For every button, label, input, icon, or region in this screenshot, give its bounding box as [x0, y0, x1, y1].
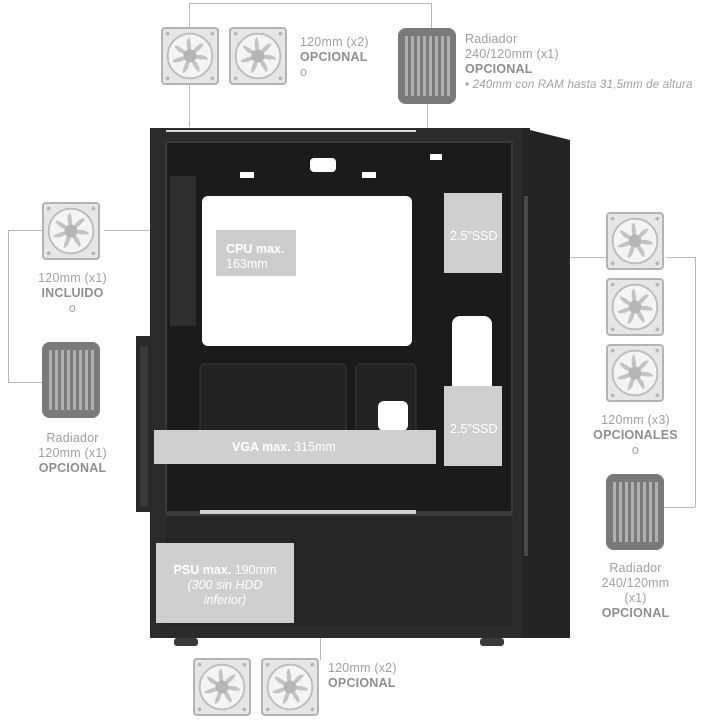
cpu-clearance-label: CPU max. 163mm — [216, 230, 296, 276]
top-down-line-right — [427, 104, 428, 128]
rear-radiator-size: 120mm (x1) — [38, 446, 107, 460]
top-left-connector — [189, 3, 190, 29]
radiator-icon — [42, 342, 100, 418]
front-radiator-size-1: 240/120mm — [601, 576, 670, 590]
fan-icon — [229, 27, 287, 85]
psu-value: 190mm — [234, 563, 277, 577]
top-radiator-note: • 240mm con RAM hasta 31,5mm de altura — [465, 79, 693, 91]
top-down-line-left — [189, 85, 190, 127]
fan-icon — [606, 278, 664, 336]
ssd-bay-2-label: 2.5"SSD — [450, 422, 498, 436]
rear-connector-line — [8, 230, 9, 382]
rear-fan-status: INCLUIDO — [41, 286, 104, 300]
rear-radiator-label: Radiador 120mm (x1) OPCIONAL — [20, 431, 125, 476]
rear-fan-label: 120mm (x1) INCLUIDO o — [20, 271, 125, 316]
top-connector-line — [189, 3, 431, 4]
ssd-bay-1: 2.5"SSD — [444, 193, 502, 273]
vga-clearance-text: VGA max. 315mm — [232, 440, 336, 455]
front-connector-line — [695, 257, 696, 507]
fan-icon — [42, 202, 100, 260]
front-radiator-size-2: (x1) — [624, 591, 647, 605]
rear-connector-bottom — [8, 382, 42, 383]
ssd-bay-1-label: 2.5"SSD — [450, 229, 498, 243]
vga-value: 315mm — [294, 440, 336, 454]
radiator-icon — [398, 28, 456, 104]
top-fans-count: 120mm (x2) — [300, 35, 369, 49]
cpu-label: CPU max. — [226, 242, 285, 256]
rear-fan-count: 120mm (x1) — [38, 271, 107, 285]
front-connector-top — [666, 257, 695, 258]
front-fans-count: 120mm (x3) — [601, 413, 670, 427]
fan-icon — [161, 27, 219, 85]
front-fans-status: OPCIONALES — [593, 428, 678, 442]
rear-fan-or: o — [68, 301, 77, 315]
top-fans-status: OPCIONAL — [300, 50, 368, 64]
fan-icon — [606, 212, 664, 270]
fan-icon — [261, 658, 319, 716]
radiator-icon — [606, 474, 664, 550]
fan-icon — [193, 658, 251, 716]
top-radiator-size: 240/120mm (x1) — [465, 47, 559, 61]
psu-label: PSU max. — [173, 563, 232, 577]
vga-clearance-bar: VGA max. 315mm — [154, 430, 436, 464]
psu-clearance-box: PSU max. 190mm (300 sin HDD inferior) — [156, 543, 294, 623]
bottom-fans-count: 120mm (x2) — [328, 661, 397, 675]
top-radiator-status: OPCIONAL — [465, 62, 533, 76]
top-fans-or: o — [300, 65, 308, 79]
top-fans-label: 120mm (x2) OPCIONAL o — [300, 35, 369, 80]
front-radiator-label: Radiador 240/120mm (x1) OPCIONAL — [583, 561, 688, 621]
rear-radiator-title: Radiador — [46, 431, 99, 445]
vga-label: VGA max. — [232, 440, 291, 454]
fan-icon — [606, 344, 664, 402]
front-fans-or: o — [631, 443, 640, 457]
ssd-bay-2: 2.5"SSD — [444, 386, 502, 466]
front-fans-label: 120mm (x3) OPCIONALES o — [583, 413, 688, 458]
bottom-connector-line — [320, 634, 321, 660]
cpu-value: 163mm — [226, 257, 268, 271]
front-connector-bottom — [664, 507, 695, 508]
psu-note-2: inferior) — [203, 593, 247, 607]
top-radiator-title: Radiador — [465, 32, 518, 46]
top-right-connector — [431, 3, 432, 29]
rear-connector-top — [8, 230, 42, 231]
bottom-fans-label: 120mm (x2) OPCIONAL — [328, 661, 397, 691]
rear-connector-case — [104, 230, 152, 231]
front-radiator-title: Radiador — [609, 561, 662, 575]
rear-radiator-status: OPCIONAL — [38, 461, 107, 475]
bottom-fans-status: OPCIONAL — [328, 676, 396, 690]
front-radiator-status: OPCIONAL — [601, 606, 670, 620]
top-radiator-label: Radiador 240/120mm (x1) OPCIONAL • 240mm… — [465, 32, 693, 93]
psu-note-1: (300 sin HDD — [187, 578, 263, 592]
